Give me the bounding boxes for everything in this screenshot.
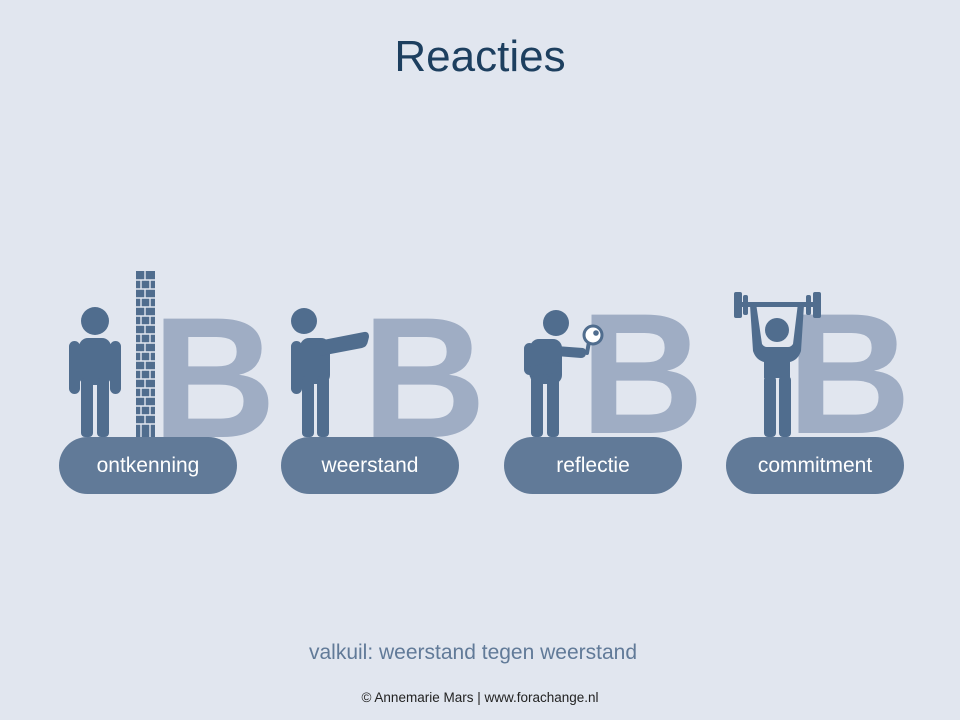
person-standing-icon (69, 307, 121, 437)
page-title: Reacties (394, 32, 566, 81)
reaction-label-weerstand: weerstand (281, 437, 459, 494)
reaction-label-commitment: commitment (726, 437, 904, 494)
person-pushing-icon (291, 308, 369, 437)
brick-wall-icon (136, 271, 155, 437)
magnifier-icon (582, 324, 604, 355)
reaction-label-reflectie: reflectie (504, 437, 682, 494)
pitfall-note: valkuil: weerstand tegen weerstand (308, 641, 638, 664)
person-with-magnifier-icon (524, 310, 587, 437)
footer-credit: © Annemarie Mars | www.forachange.nl (361, 690, 599, 705)
barbell-icon (734, 292, 821, 318)
reaction-label-ontkenning: ontkenning (59, 437, 237, 494)
person-lifting-barbell-icon (750, 302, 804, 437)
